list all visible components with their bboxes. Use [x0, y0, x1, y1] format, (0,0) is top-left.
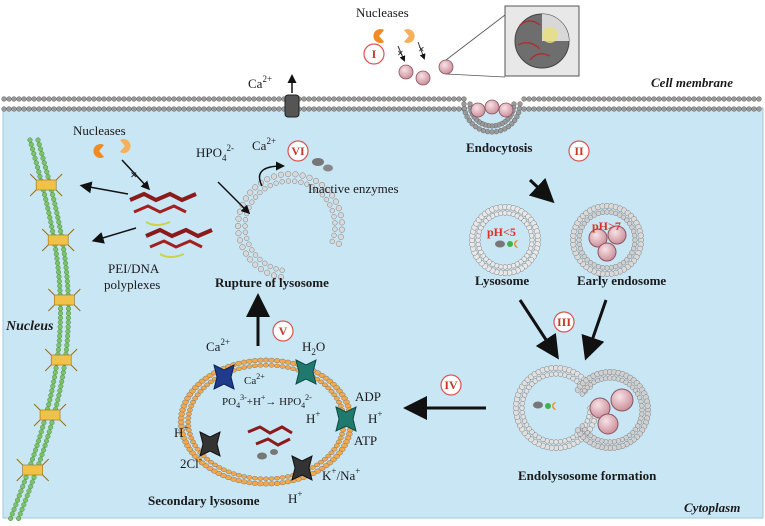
arrow-lysosome-fusion	[518, 299, 559, 360]
step-marker-1: I	[363, 43, 385, 65]
label-early-endosome: Early endosome	[577, 273, 666, 288]
label-nucleus: Nucleus	[5, 319, 54, 334]
label-adp: ADP	[355, 389, 381, 404]
step-marker-4: IV	[440, 374, 462, 396]
label-h2o: H2O	[302, 339, 325, 357]
ion-channel-icon	[295, 359, 317, 385]
label-h-inner-right: H+	[306, 409, 320, 426]
step-marker-6: VI	[287, 140, 309, 162]
svg-text:V: V	[279, 324, 288, 338]
label-ph-basic: pH>7	[592, 219, 621, 233]
label-nucleases-left: Nucleases	[73, 123, 126, 138]
label-polyplexes-2: polyplexes	[104, 277, 160, 292]
ion-channel-icon	[291, 455, 313, 481]
polyplex-icon	[145, 227, 213, 258]
endocytosis-pit	[461, 101, 523, 135]
label-chloride: 2Cl-	[180, 454, 202, 471]
label-h-bottom: H+	[288, 489, 302, 506]
label-h-left: H+	[174, 423, 188, 440]
inactive-enzyme-icons	[312, 158, 333, 172]
label-atp: ATP	[354, 433, 377, 448]
lysosome	[469, 203, 542, 277]
ion-channel-icon	[199, 431, 221, 457]
step-marker-3: III	[553, 311, 575, 333]
label-ca-inner: Ca2+	[244, 372, 265, 387]
label-h-outer-right: H+	[368, 409, 382, 426]
label-ca-channel: Ca2+	[206, 337, 230, 354]
cytoplasm-region	[2, 107, 764, 519]
label-secondary-lysosome: Secondary lysosome	[148, 493, 260, 508]
label-reaction: PO43-+H+→ HPO42-	[222, 393, 312, 410]
svg-text:I: I	[372, 47, 377, 61]
intracellular-nucleases: ✕	[93, 139, 151, 191]
cell-membrane	[1, 96, 762, 112]
svg-text:✕: ✕	[397, 49, 404, 58]
svg-text:✕: ✕	[418, 45, 425, 54]
svg-text:III: III	[557, 315, 571, 329]
early-endosome	[570, 202, 645, 278]
polyplex-icon	[129, 191, 197, 226]
label-endolysosome: Endolysosome formation	[518, 468, 657, 483]
nuclease-icon	[93, 144, 105, 159]
arrow-endocytosis	[528, 177, 555, 204]
ion-channel-icon	[213, 364, 235, 390]
ruptured-lysosome	[234, 171, 345, 281]
step-marker-2: II	[568, 140, 590, 162]
label-hpo4: HPO42-	[196, 143, 234, 163]
label-rupture: Rupture of lysosome	[215, 275, 329, 290]
label-cell-membrane: Cell membrane	[651, 75, 733, 90]
label-ca-released: Ca2+	[252, 136, 276, 153]
label-inactive-enzymes: Inactive enzymes	[308, 181, 399, 196]
label-polyplexes-1: PEI/DNA	[108, 261, 160, 276]
membrane-calcium-channel	[284, 74, 300, 118]
ion-channel-icon	[335, 406, 357, 432]
nuclease-icon	[373, 29, 385, 44]
svg-text:II: II	[574, 144, 584, 158]
nucleus-envelope	[8, 137, 81, 521]
secondary-lysosome-contents	[247, 425, 293, 460]
label-nucleases-top: Nucleases	[356, 5, 409, 20]
endosome-nanoparticles	[588, 225, 627, 262]
label-ca-exported: Ca2+	[248, 74, 272, 91]
label-endocytosis: Endocytosis	[466, 140, 532, 155]
label-ph-acidic: pH<5	[487, 225, 516, 239]
label-lysosome: Lysosome	[475, 273, 529, 288]
label-cytoplasm: Cytoplasm	[684, 500, 740, 515]
svg-text:✕: ✕	[130, 170, 138, 180]
extracellular-nucleases: ✕ ✕	[373, 29, 426, 62]
label-k-na: K+/Na+	[322, 466, 360, 483]
extracellular-nanoparticles	[398, 59, 454, 86]
zoom-inset-icon	[445, 5, 580, 78]
nuclease-icon	[119, 139, 131, 154]
arrow-endosome-fusion	[581, 299, 608, 361]
lysosome-enzymes	[495, 240, 519, 249]
svg-text:VI: VI	[291, 144, 305, 158]
endolysosome-contents	[533, 388, 634, 435]
step-marker-5: V	[272, 320, 294, 342]
endolysosome	[513, 365, 652, 452]
svg-text:IV: IV	[444, 378, 458, 392]
nuclease-icon	[403, 29, 415, 44]
